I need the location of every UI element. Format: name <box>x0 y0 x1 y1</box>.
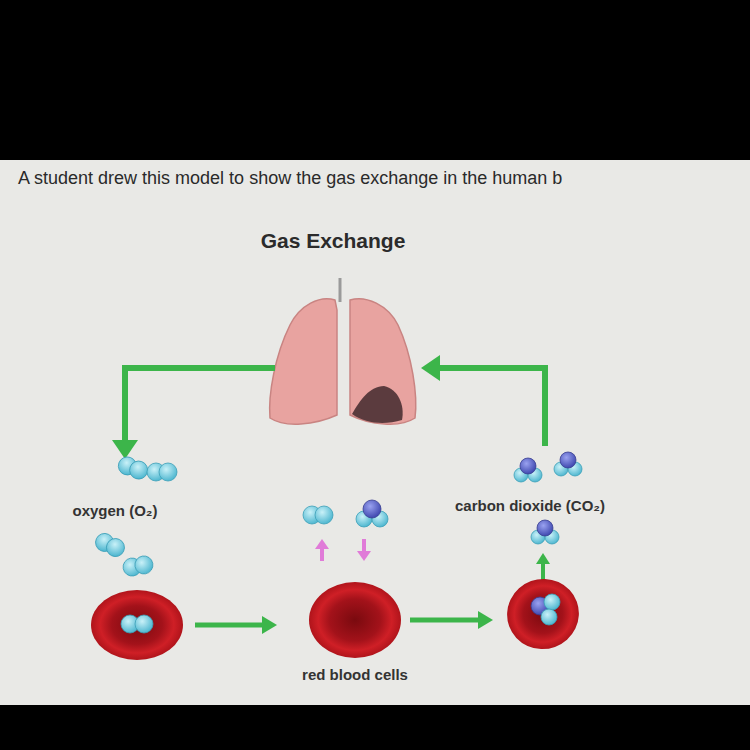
atom <box>560 452 576 468</box>
red-blood-cell <box>497 569 589 659</box>
down-arrow <box>362 539 366 552</box>
oxygen-molecule <box>116 454 150 481</box>
arrowhead <box>262 616 277 634</box>
arrowhead <box>315 539 329 549</box>
red-blood-cells <box>91 569 589 660</box>
carbon-dioxide-molecule <box>531 594 560 625</box>
oxygen-molecule <box>303 506 333 524</box>
paper-ground <box>0 160 750 705</box>
left-lung <box>270 299 337 424</box>
arrowhead <box>536 553 550 564</box>
atom <box>541 609 557 625</box>
diagram-title: Gas Exchange <box>261 229 406 253</box>
arrowhead <box>357 551 371 561</box>
oxygen-molecule <box>147 463 177 481</box>
atom <box>133 555 154 576</box>
release-arrow <box>541 563 545 580</box>
exchange-arrows <box>315 539 371 561</box>
atom <box>537 520 553 536</box>
atom <box>159 463 177 481</box>
atom <box>363 500 381 518</box>
cell-label: red blood cells <box>302 666 408 683</box>
carbon-dioxide-molecule <box>554 452 582 476</box>
up-arrow <box>320 548 324 561</box>
oxygen-path <box>125 368 275 442</box>
lung-notch <box>352 386 403 423</box>
red-blood-cell <box>91 590 183 660</box>
gas-label: oxygen (O₂) <box>72 502 157 519</box>
atom <box>103 536 127 560</box>
carbon-dioxide-path <box>438 368 545 446</box>
carbon-dioxide-molecule <box>531 520 559 544</box>
arrowhead <box>112 440 138 459</box>
carbon-dioxide-molecule <box>356 500 388 527</box>
lungs <box>270 278 416 424</box>
arrowhead <box>478 611 493 629</box>
right-lung <box>350 299 416 424</box>
atom <box>520 458 536 474</box>
arrowhead <box>421 355 440 381</box>
oxygen-molecule <box>121 615 153 633</box>
oxygen-molecule <box>122 555 155 578</box>
atom <box>544 594 560 610</box>
trachea <box>339 278 342 302</box>
question-text: A student drew this model to show the ga… <box>18 168 562 189</box>
oxygen-molecule <box>93 531 128 560</box>
gas-label: carbon dioxide (CO₂) <box>455 497 605 514</box>
cell-arrow <box>410 618 479 623</box>
cell-arrow <box>195 623 263 628</box>
carbon-dioxide-molecule <box>514 458 542 482</box>
atom <box>127 459 150 482</box>
red-blood-cell <box>309 582 401 658</box>
atom <box>135 615 153 633</box>
atom <box>315 506 333 524</box>
